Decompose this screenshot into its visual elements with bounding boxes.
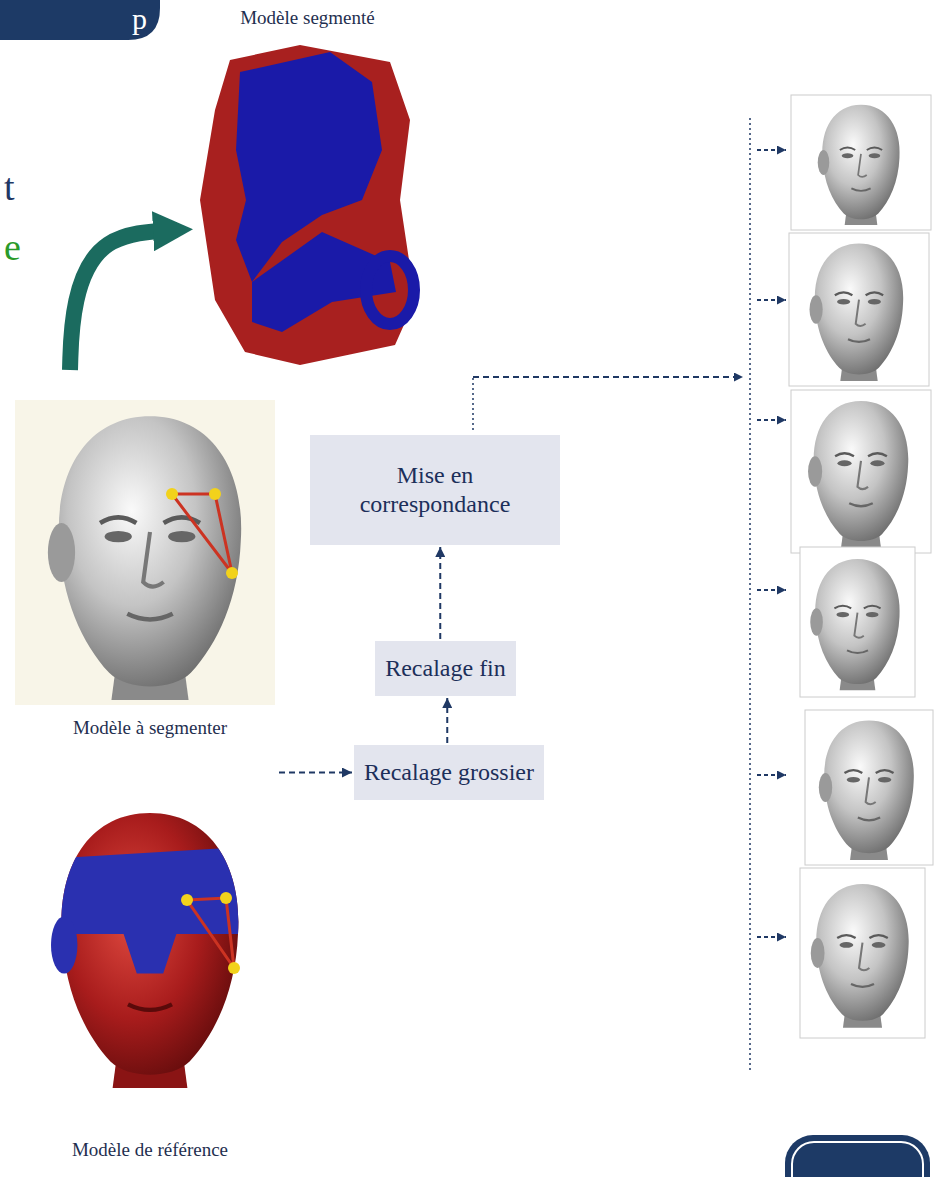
landmark-triangle [187,898,234,968]
landmark [228,962,240,974]
landmark [226,567,238,579]
figure-caption: Modèle segmenté [195,7,420,30]
segmented-red [200,45,415,365]
title-tab [0,0,160,40]
landmark [166,488,178,500]
face-frame [800,868,925,1038]
dashed-arrow [757,419,786,421]
corner-button-ring [792,1142,923,1177]
process-box: Recalage fin [375,641,516,696]
model-figure: Modèle à segmenter [15,368,285,746]
landmark [209,488,221,500]
dashed-arrow [757,936,786,938]
dashed-arrow [439,547,441,639]
face-frame [791,390,931,553]
landmark [220,892,232,904]
figure-caption: Modèle de référence [25,1139,275,1162]
face-frame [805,710,933,865]
process-box: Mise en correspondance [310,435,560,545]
landmark-triangle [172,494,232,573]
dashed-arrow [446,698,448,743]
slide-text-fragment: e [4,228,21,266]
dashed-arrow [473,376,743,378]
slide-text-fragment: t [4,168,15,206]
dashed-arrow [757,589,786,591]
corner-button [785,1135,930,1177]
box-label: Recalage grossier [364,758,534,787]
landmark [181,894,193,906]
image-ground [15,400,275,705]
face-model [48,416,241,700]
box-label: Mise en correspondance [340,461,530,519]
reference-face [40,813,260,1088]
face-frame [800,547,915,697]
face-result [811,884,909,1028]
box-label: Recalage fin [385,654,506,683]
face-result [819,721,914,860]
face-result [808,401,908,548]
face-result [810,244,904,382]
model-figure: Modèle segmenté [195,4,420,370]
process-box: Recalage grossier [354,745,544,800]
segmented-ear [366,256,414,324]
figure-caption: Modèle à segmenter [15,717,285,740]
face-result [818,105,900,225]
dashed-arrow [757,774,786,776]
curved-arrow [70,230,177,370]
slide-text-fragment: p [132,4,147,34]
dashed-arrow [757,149,786,151]
model-figure: Modèle de référence [25,790,275,1168]
dashed-arrow [279,772,352,774]
face-frame [789,233,929,386]
dashed-arrow [757,299,786,301]
face-result [810,559,899,690]
dotted-line [749,118,751,1072]
dotted-line [472,377,474,430]
face-frame [791,95,931,230]
